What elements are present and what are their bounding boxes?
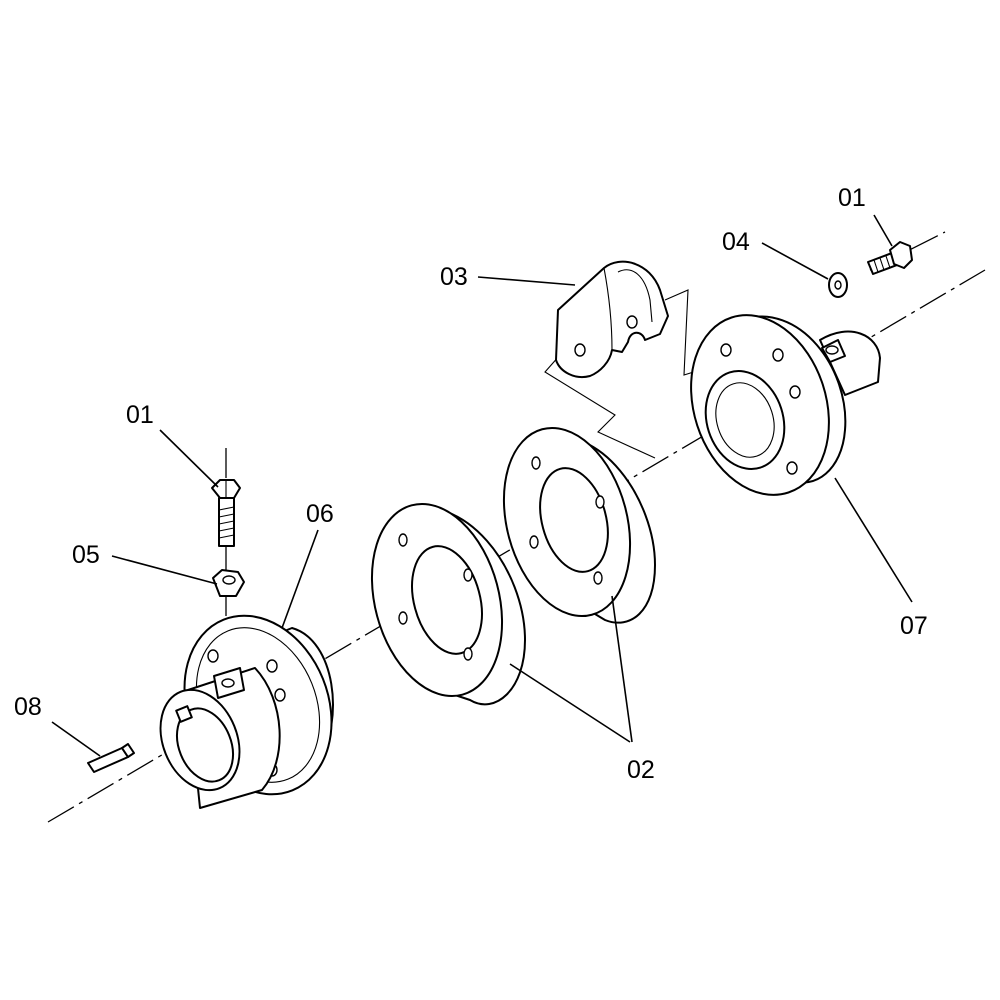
bracket-phantom-line	[544, 354, 656, 459]
callout-01-left: 01	[126, 401, 154, 429]
callout-05: 05	[72, 541, 100, 569]
part-01-left-bolt	[211, 479, 241, 547]
callout-03: 03	[440, 263, 468, 291]
part-01-right-screw	[867, 241, 913, 275]
leader-01-right	[873, 214, 893, 247]
leader-08	[51, 721, 101, 757]
callout-08: 08	[14, 693, 42, 721]
part-03-bracket	[555, 260, 669, 378]
leader-02-right	[611, 595, 633, 743]
part-08-key	[87, 743, 135, 773]
leader-lines	[51, 214, 913, 757]
part-07-hub	[690, 314, 881, 496]
part-04-washer	[828, 272, 848, 298]
leader-03	[477, 276, 576, 286]
part-02-disc-left	[370, 502, 526, 706]
callout-06: 06	[306, 500, 334, 528]
leader-07	[834, 477, 913, 603]
callout-01-right: 01	[838, 184, 866, 212]
leader-06	[281, 529, 319, 629]
callout-04: 04	[722, 228, 750, 256]
leader-04	[761, 242, 829, 280]
part-02-disc-right	[502, 426, 656, 624]
callout-02: 02	[627, 756, 655, 784]
bolt-thread	[218, 506, 235, 539]
callout-07: 07	[900, 612, 928, 640]
leader-05	[111, 555, 218, 585]
leader-02-left	[509, 663, 631, 743]
callout-labels: 01 01 02 03 04 05 06 07 08	[14, 184, 928, 784]
leader-01-left	[159, 429, 219, 488]
part-06-hub	[159, 614, 334, 809]
part-05-nut	[212, 569, 245, 597]
